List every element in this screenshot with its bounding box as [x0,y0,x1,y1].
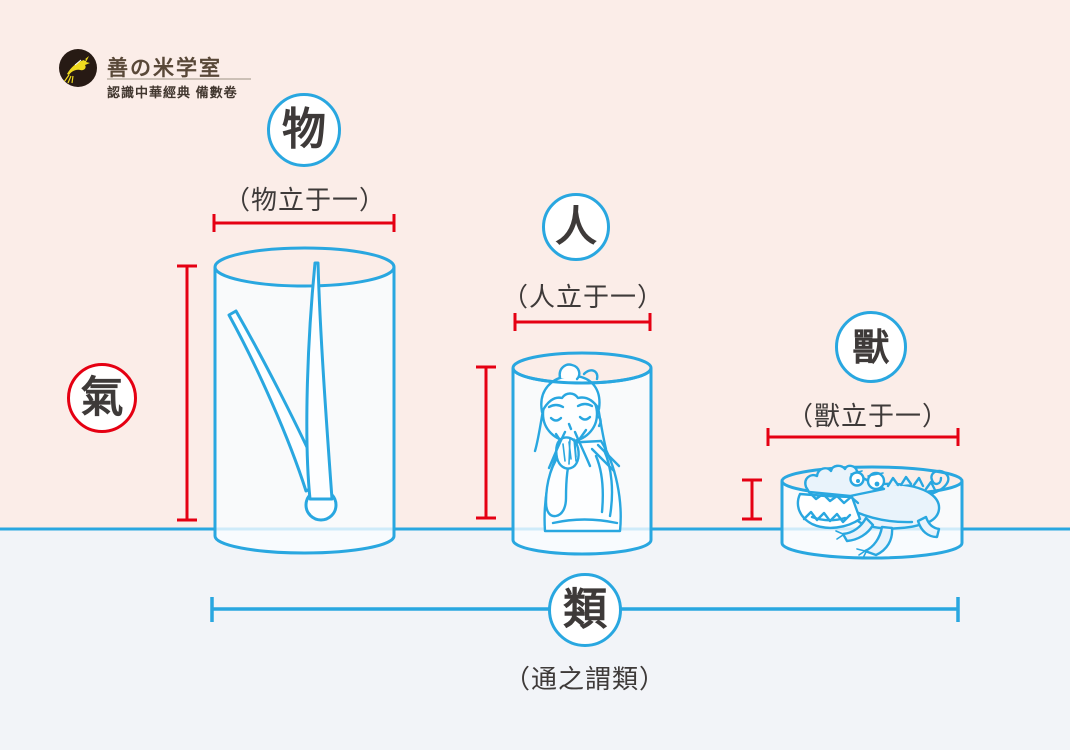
lower-background [0,529,1070,750]
glass-front-rim [511,367,653,385]
width-measure-thing [212,214,396,232]
logo-divider [107,78,251,80]
badge-person: 人 [542,193,610,261]
logo-subtitle: 認識中華經典 備數卷 [107,85,238,100]
logo-bird-badge [59,49,97,87]
height-measure-person [476,365,496,520]
thing-char: 物 [282,105,326,154]
logo: 善の米学室 認識中華經典 備數卷 [59,46,279,101]
label-category: （通之謂類） [503,664,667,694]
badge-thing: 物 [267,93,341,167]
height-measure-beast [742,478,762,521]
label-beast: （獸立于一） [786,401,950,431]
sprout-icon [227,261,338,522]
logo-title: 善の米学室 [107,56,222,80]
crocodile-icon [796,464,950,559]
badge-beast: 獸 [835,311,907,383]
badge-qi: 氣 [67,363,137,433]
width-measure-beast [766,428,960,446]
qi-char: 氣 [80,373,124,422]
width-measure-person [513,313,652,331]
beast-char: 獸 [852,326,890,368]
label-person: （人立于一） [501,282,665,312]
badge-category: 類 [548,573,622,647]
height-measure-thing [177,264,197,522]
bird-icon [63,56,90,84]
cylinder-thing [213,246,396,555]
person-char: 人 [554,203,597,250]
category-char: 類 [563,585,607,634]
scholar-icon [533,363,622,533]
label-thing: （物立于一） [223,185,387,215]
